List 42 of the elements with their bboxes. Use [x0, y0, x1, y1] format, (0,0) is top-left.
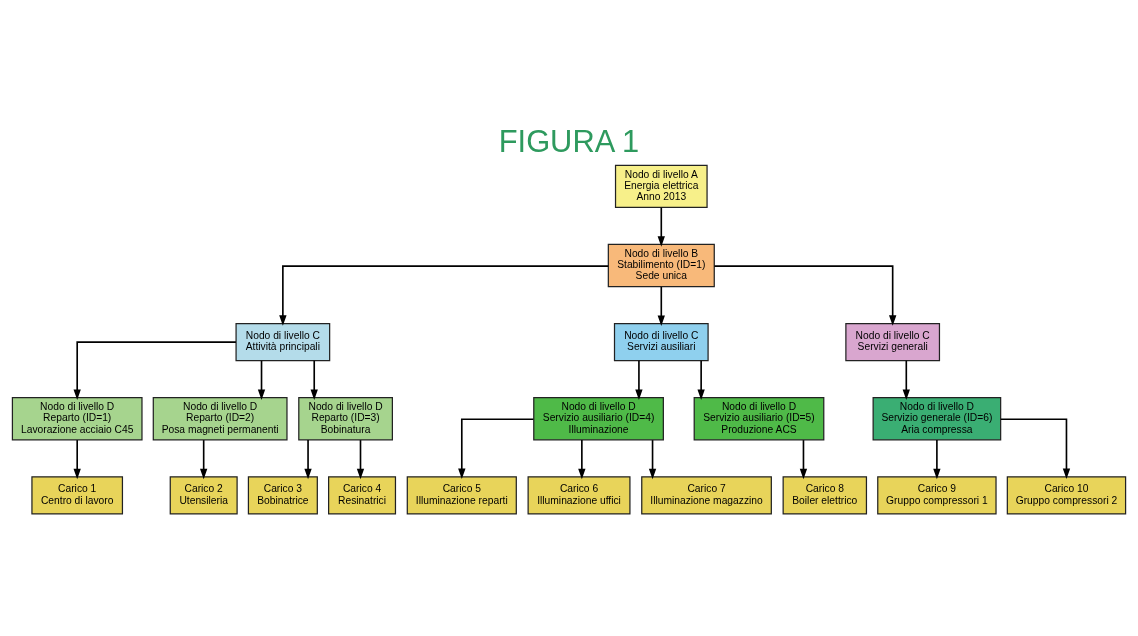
node-box: Nodo di livello D Reparto (ID=3) Bobinatura — [298, 396, 393, 440]
arrow — [1000, 417, 1071, 479]
node-box: Nodo di livello D Servizio ausiliario (ID=4) Illuminazione — [533, 396, 664, 440]
arrow — [310, 359, 318, 400]
node-box: Carico 8 Boiler elettrico — [782, 475, 868, 514]
node-box: Nodo di livello D Reparto (ID=1) Lavorazione acciaio C45 — [11, 396, 143, 440]
arrow — [73, 340, 237, 400]
arrow — [458, 417, 535, 479]
arrow — [799, 438, 808, 479]
arrow — [635, 359, 643, 400]
node-box: Carico 5 Illuminazione reparti — [406, 475, 517, 514]
node-box: Carico 6 Illuminazione uffici — [527, 475, 631, 514]
arrow — [257, 359, 266, 400]
arrow — [713, 264, 897, 326]
arrow — [657, 206, 665, 247]
arrow — [902, 359, 910, 400]
node-box: Nodo di livello D Servizio ausiliario (ID=5) Produzione ACS — [693, 396, 825, 440]
node-box: Nodo di livello A Energia elettrica Anno 2013 — [614, 164, 708, 208]
node-box: Nodo di livello D Servizio generale (ID=6) Aria compressa — [872, 396, 1002, 440]
node-box: Carico 7 Illuminazione magazzino — [641, 475, 772, 514]
node-box: Carico 2 Utensileria — [169, 475, 238, 514]
node-box: Nodo di livello D Reparto (ID=2) Posa magneti permanenti — [152, 396, 288, 440]
arrow — [279, 264, 610, 326]
arrow — [304, 438, 312, 479]
arrow — [657, 285, 665, 326]
node-box: Carico 1 Centro di lavoro — [31, 475, 124, 514]
node-box: Nodo di livello C Attività principali — [235, 322, 331, 361]
node-box: Carico 10 Gruppo compressori 2 — [1006, 475, 1127, 514]
node-box: Nodo di livello C Servizi ausiliari — [613, 322, 709, 361]
node-box: Carico 3 Bobinatrice — [247, 475, 318, 514]
node-box: Nodo di livello C Servizi generali — [845, 322, 941, 361]
arrow — [73, 438, 81, 479]
diagram-title: FIGURA 1 — [498, 123, 640, 159]
arrow — [200, 438, 208, 479]
node-box: Nodo di livello B Stabilimento (ID=1) Sede unica — [607, 243, 715, 287]
arrow — [356, 438, 365, 479]
arrow — [697, 359, 705, 400]
arrow — [578, 438, 586, 479]
node-box: Carico 4 Resinatrici — [328, 475, 397, 514]
arrow — [933, 438, 941, 479]
arrow — [648, 438, 657, 479]
node-box: Carico 9 Gruppo compressori 1 — [877, 475, 997, 514]
